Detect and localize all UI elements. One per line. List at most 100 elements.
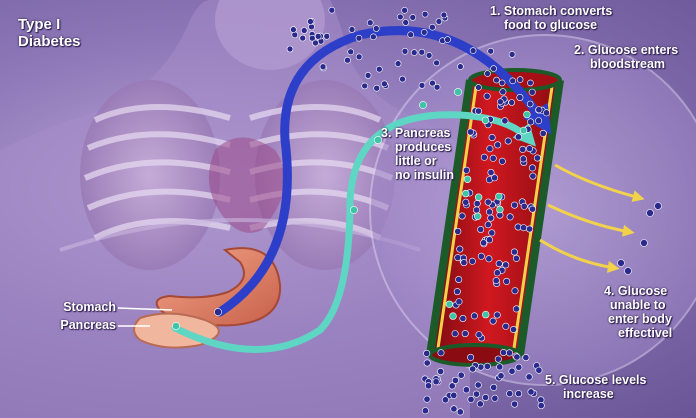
glucose-particle xyxy=(482,393,490,401)
glucose-particle xyxy=(488,229,496,237)
head-shape xyxy=(215,0,325,70)
glucose-particle xyxy=(290,26,297,33)
glucose-particle xyxy=(502,261,510,269)
glucose-particle xyxy=(450,405,458,413)
glucose-particle xyxy=(421,10,429,18)
glucose-particle xyxy=(528,164,536,172)
step-1-label: 1. Stomach converts food to glucose xyxy=(490,4,613,32)
glucose-particle xyxy=(640,239,648,247)
glucose-particle xyxy=(525,373,533,381)
glucose-particle xyxy=(499,88,507,96)
glucose-particle xyxy=(472,390,480,398)
glucose-particle xyxy=(418,82,426,89)
glucose-particle xyxy=(539,129,547,137)
glucose-particle xyxy=(429,23,436,31)
glucose-particle xyxy=(437,349,445,357)
glucose-particle xyxy=(401,7,408,14)
glucose-particle xyxy=(423,395,431,403)
glucose-particle xyxy=(512,254,520,262)
glucose-particle xyxy=(527,118,535,126)
glucose-particle xyxy=(423,359,431,367)
glucose-particle xyxy=(496,363,504,371)
glucose-particle xyxy=(493,311,501,319)
glucose-particle xyxy=(495,260,503,268)
glucose-particle xyxy=(475,331,483,339)
glucose-particle xyxy=(510,248,518,256)
step-5-label: 5. Glucose levels increase xyxy=(545,373,647,401)
glucose-particle xyxy=(459,314,467,322)
glucose-particle xyxy=(485,255,493,263)
glucose-particle xyxy=(515,390,523,398)
glucose-particle xyxy=(444,36,451,43)
stomach-organ xyxy=(155,247,282,327)
glucose-particle xyxy=(477,252,485,260)
glucose-particle xyxy=(485,236,493,244)
glucose-particle xyxy=(468,257,476,265)
glucose-particle xyxy=(432,378,440,386)
diagram-title: Type I Diabetes xyxy=(18,16,81,50)
insulin-particle xyxy=(449,312,457,320)
glucose-particle xyxy=(512,305,520,313)
glucose-particle xyxy=(435,18,443,25)
glucose-particle xyxy=(492,277,500,285)
insulin-particle xyxy=(474,212,482,221)
step-2-label: 2. Glucose enters bloodstream xyxy=(574,43,679,71)
glucose-particle xyxy=(454,227,462,235)
glucose-particle xyxy=(498,157,506,165)
glucose-particle xyxy=(491,174,499,182)
title-line-1: Type I xyxy=(18,16,61,33)
glucose-particle xyxy=(348,26,356,33)
glucose-particle xyxy=(473,206,481,214)
glucose-particle xyxy=(489,154,497,162)
glucose-particle xyxy=(511,400,519,408)
glucose-particle xyxy=(494,355,502,363)
glucose-particle xyxy=(308,34,316,42)
glucose-particle xyxy=(494,141,502,149)
glucose-particle xyxy=(462,198,470,206)
insulin-particle xyxy=(445,300,454,308)
glucose-particle xyxy=(617,259,625,267)
glucose-particle xyxy=(401,47,409,55)
glucose-particle xyxy=(409,14,417,21)
glucose-particle xyxy=(484,70,491,77)
glucose-particle xyxy=(467,395,475,403)
glucose-particle xyxy=(418,48,426,56)
glucose-particle xyxy=(484,221,492,229)
step-3-label: 3. Pancreas produces little or no insuli… xyxy=(381,126,455,182)
glucose-particle xyxy=(462,166,470,174)
glucose-particle xyxy=(451,330,459,338)
glucose-particle xyxy=(498,79,506,87)
glucose-particle xyxy=(347,48,355,56)
glucose-particle xyxy=(527,388,535,396)
glucose-particle xyxy=(375,65,383,73)
glucose-particle xyxy=(455,298,463,306)
glucose-particle xyxy=(533,154,541,162)
glucose-particle xyxy=(475,84,482,91)
glucose-particle xyxy=(460,259,468,267)
glucose-particle xyxy=(420,28,428,36)
glucose-particle xyxy=(510,201,518,209)
glucose-exit-arrows xyxy=(539,163,645,273)
glucose-particle xyxy=(372,25,380,32)
glucose-particle xyxy=(450,391,458,399)
glucose-particle xyxy=(473,200,481,208)
particle-layer xyxy=(172,6,662,416)
glucose-particle xyxy=(214,308,222,316)
glucose-particle xyxy=(527,79,534,87)
glucose-particle xyxy=(477,226,485,234)
glucose-particle xyxy=(519,145,527,153)
glucose-particle xyxy=(487,47,495,55)
glucose-particle xyxy=(410,49,418,56)
insulin-particle xyxy=(350,206,358,214)
glucose-particle xyxy=(466,128,474,136)
glucose-particle xyxy=(312,39,319,47)
insulin-particle xyxy=(519,126,528,135)
glucose-particle xyxy=(448,382,456,390)
glucose-particle xyxy=(429,79,436,87)
glucose-particle xyxy=(654,202,662,210)
insulin-particle xyxy=(462,189,470,198)
glucose-particle xyxy=(488,134,496,142)
pancreas-label: Pancreas xyxy=(60,318,116,332)
glucose-particle xyxy=(526,100,534,108)
